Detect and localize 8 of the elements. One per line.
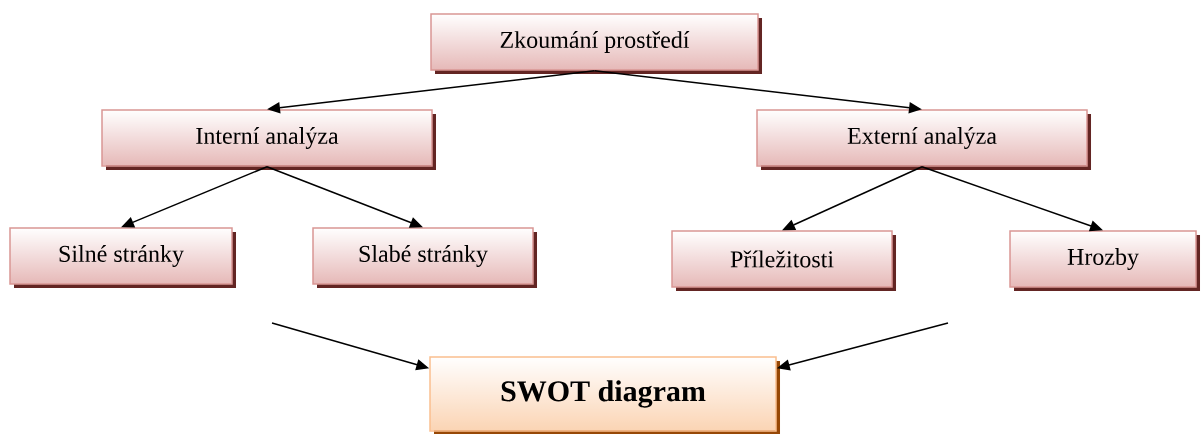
process-box: Zkoumání prostředí: [430, 13, 762, 74]
process-box: Externí analýza: [756, 109, 1091, 170]
process-box: Hrozby: [1009, 230, 1200, 291]
process-box: Interní analýza: [101, 109, 436, 170]
result-box: SWOT diagram: [429, 356, 780, 434]
process-box: Slabé stránky: [312, 227, 537, 288]
process-box: Příležitosti: [671, 230, 896, 291]
process-box: Silné stránky: [9, 227, 236, 288]
